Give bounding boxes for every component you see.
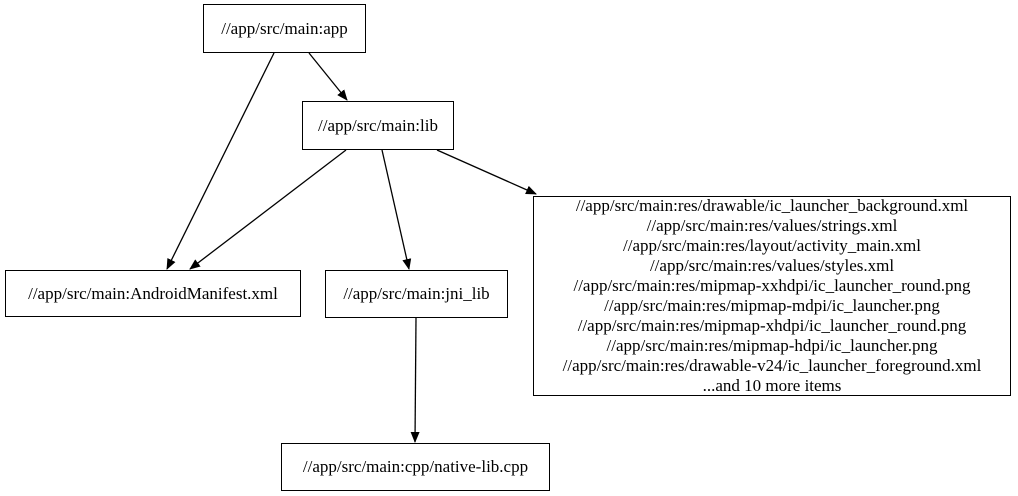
res-item: //app/src/main:res/mipmap-xxhdpi/ic_laun… [573,276,971,295]
res-item: //app/src/main:res/drawable-v24/ic_launc… [562,356,982,375]
res-item: //app/src/main:res/values/strings.xml [646,216,898,235]
res-item: //app/src/main:res/drawable/ic_launcher_… [575,196,969,215]
edge-jni-lib-to-cpp [410,317,420,443]
edge-lib-to-jni-lib [381,149,412,270]
edge-lib-to-res [436,149,537,195]
edge-app-to-manifest [166,52,275,270]
edge-app-to-lib [308,52,348,101]
node-android-manifest: //app/src/main:AndroidManifest.xml [5,270,301,317]
node-native-lib-cpp-label: //app/src/main:cpp/native-lib.cpp [302,457,529,476]
node-res-group: //app/src/main:res/drawable/ic_launcher_… [533,196,1011,396]
res-more-items: ...and 10 more items [702,376,842,395]
node-native-lib-cpp: //app/src/main:cpp/native-lib.cpp [281,443,550,491]
node-lib: //app/src/main:lib [302,101,454,150]
node-app-label: //app/src/main:app [221,18,348,38]
res-item: //app/src/main:res/values/styles.xml [649,256,895,275]
node-app: //app/src/main:app [203,4,366,53]
node-jni-lib: //app/src/main:jni_lib [325,270,508,318]
res-item: //app/src/main:res/mipmap-hdpi/ic_launch… [606,336,938,355]
node-jni-lib-label: //app/src/main:jni_lib [343,284,490,303]
node-android-manifest-label: //app/src/main:AndroidManifest.xml [28,283,278,303]
res-item: //app/src/main:res/mipmap-mdpi/ic_launch… [604,296,940,315]
res-item: //app/src/main:res/mipmap-xhdpi/ic_launc… [577,316,967,335]
edge-lib-to-manifest [189,149,347,270]
res-item: //app/src/main:res/layout/activity_main.… [623,236,921,255]
node-lib-label: //app/src/main:lib [318,115,438,135]
